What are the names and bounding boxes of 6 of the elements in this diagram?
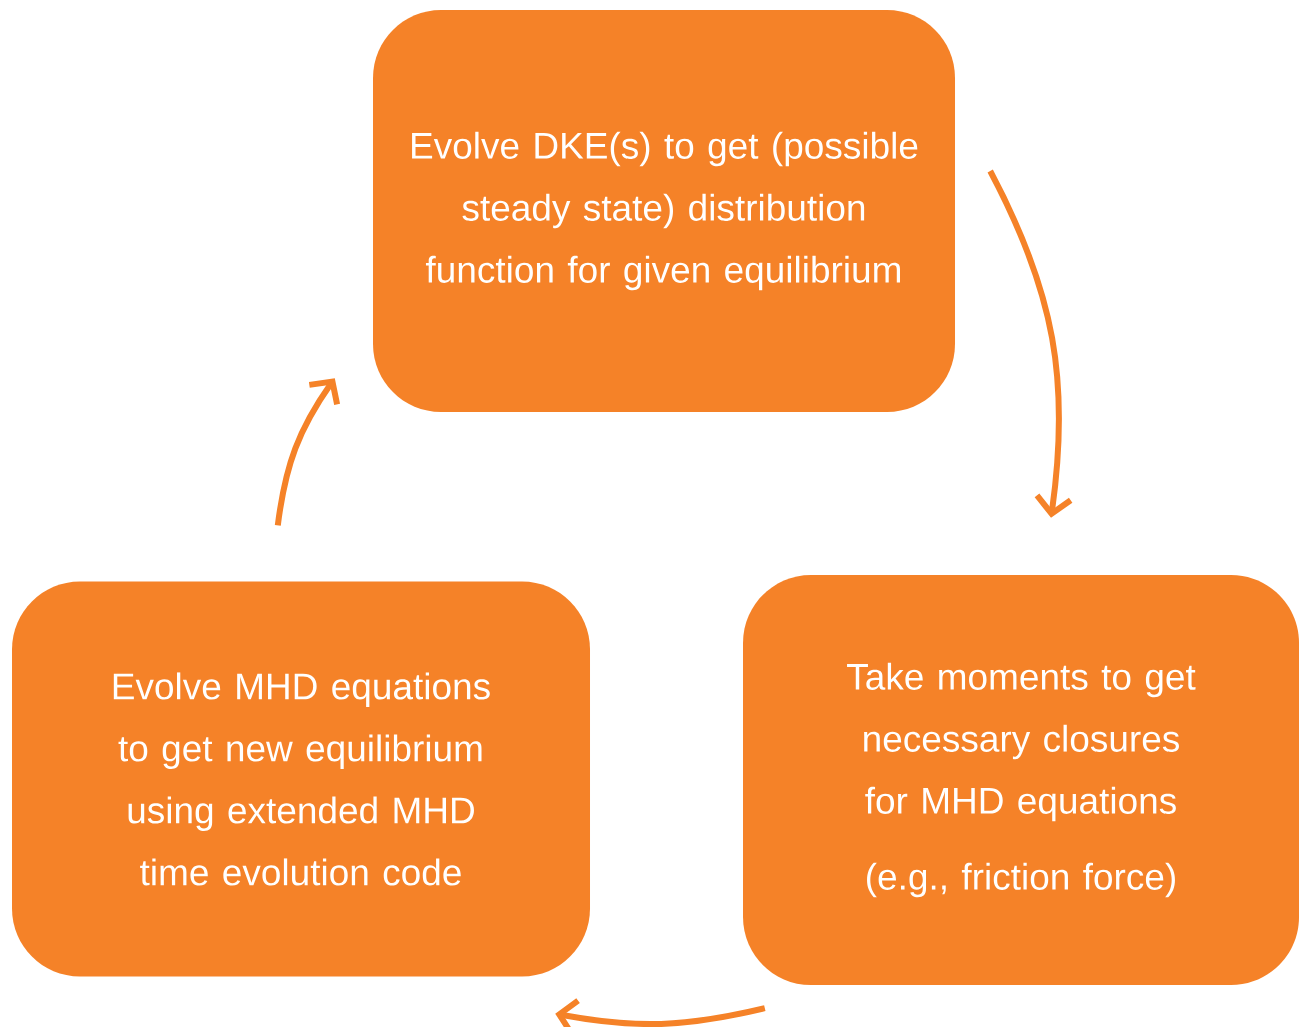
arrow [274,378,341,526]
process-box: Evolve MHD equations to get new equilibrium using extended MHD time evolution code [12,581,590,977]
process-box: Evolve DKE(s) to get (possible steady state) distribution function for given equilibrium [373,10,955,412]
process-box: Take moments to get necessary closures for MHD equations (e.g., friction force) [743,575,1299,985]
arrow [987,169,1073,518]
arrow [555,998,766,1027]
